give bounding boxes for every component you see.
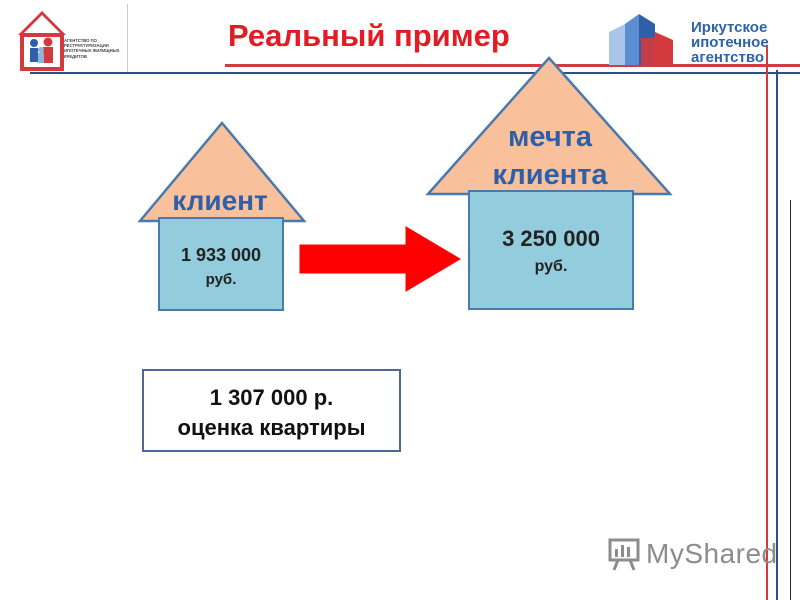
estimate-label: оценка квартиры xyxy=(177,415,366,440)
decor-line-red xyxy=(766,45,768,600)
estimate-box xyxy=(142,369,401,452)
left-logo-text: АГЕНТСТВО ПО РЕСТРУКТУРИЗАЦИИ ИПОТЕЧНЫХ … xyxy=(64,38,120,59)
house2-roof-label: мечта клиента xyxy=(492,121,608,191)
right-logo-text: Иркутское ипотечное агентство xyxy=(691,19,769,66)
presentation-board-icon xyxy=(608,538,640,571)
header-red-rule xyxy=(225,64,800,67)
watermark-text: MyShared xyxy=(646,538,778,569)
decor-line-black xyxy=(790,200,791,600)
house1-value: 1 933 000 xyxy=(180,245,262,265)
page-title: Реальный пример xyxy=(228,18,510,53)
house2-value: 3 250 000 xyxy=(502,226,600,251)
house1-body xyxy=(158,217,284,311)
right-agency-logo xyxy=(609,14,673,65)
house1-roof-label: клиент xyxy=(172,185,268,216)
house2-body xyxy=(468,190,634,310)
arrow-right-icon xyxy=(299,226,461,292)
house1-unit: руб. xyxy=(205,271,237,288)
left-agency-logo xyxy=(18,11,66,71)
house2-unit: руб. xyxy=(534,258,568,275)
decor-line-blue xyxy=(776,70,778,600)
header-blue-rule xyxy=(30,72,800,74)
logo-divider xyxy=(127,4,128,72)
estimate-amount: 1 307 000 р. xyxy=(209,385,334,410)
